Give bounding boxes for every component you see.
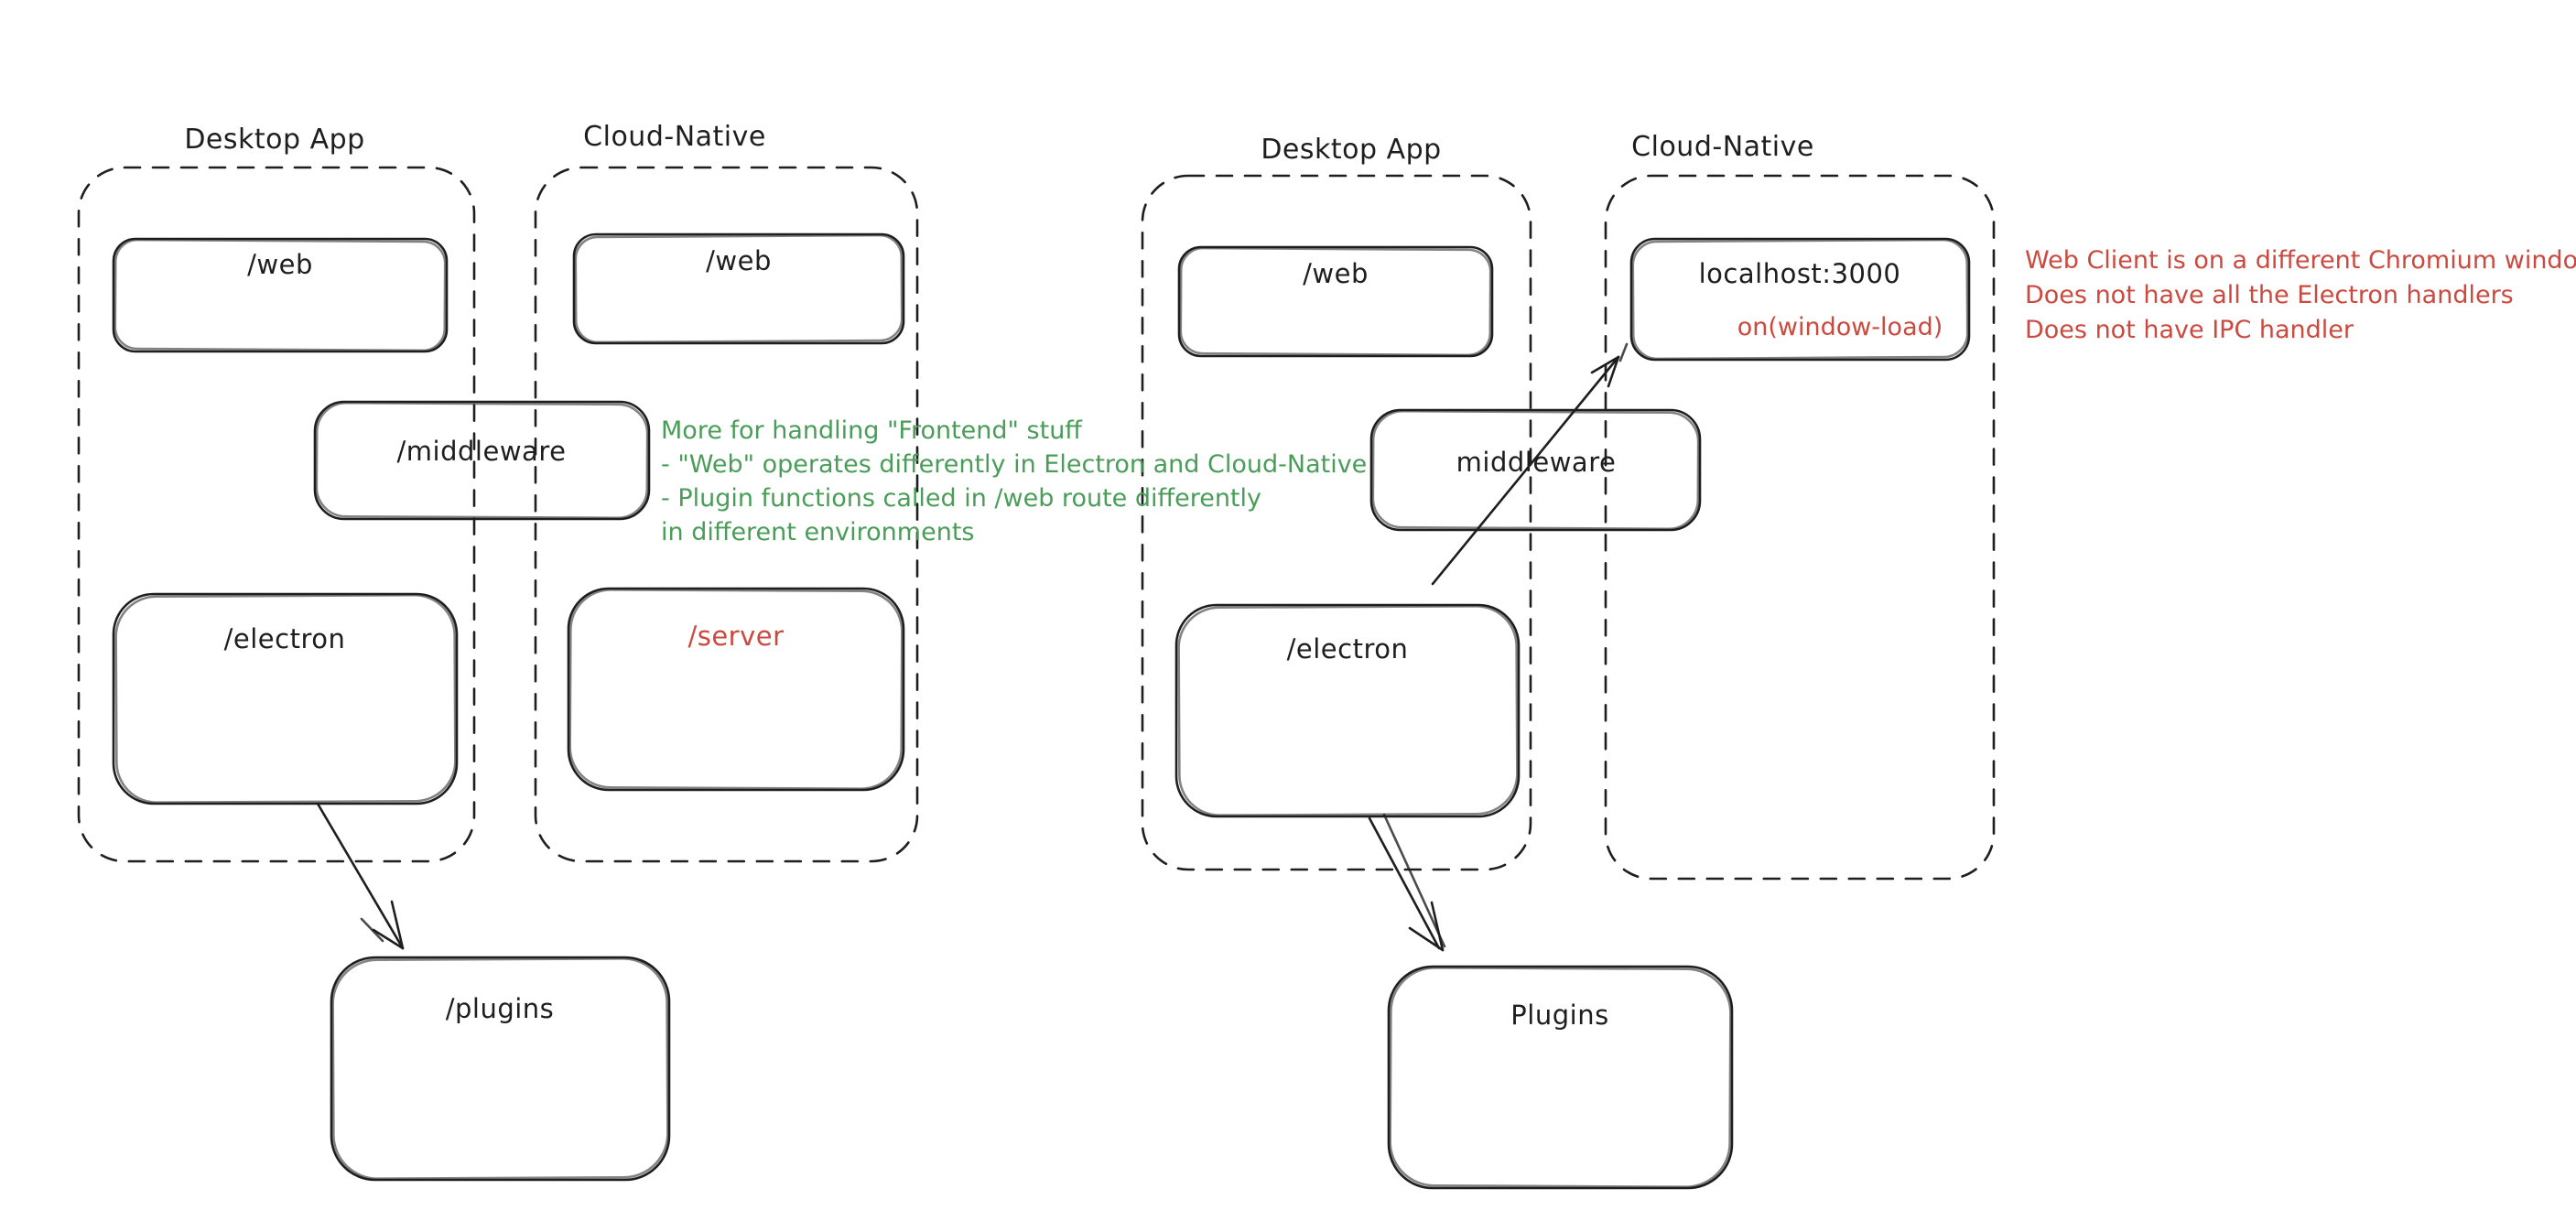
red-note-line: Does not have all the Electron handlers [2025,281,2514,309]
right-desktop-app-title: Desktop App [1261,134,1442,166]
right-plugins-label: Plugins [1510,1000,1609,1031]
red-note-line: Does not have IPC handler [2025,316,2354,344]
green-note-line: - "Web" operates differently in Electron… [661,450,1368,479]
right-plugins-box [1387,965,1734,1190]
left-middleware-box [313,400,651,521]
left-middleware-label: /middleware [396,436,567,467]
left-cloud-web-label: /web [706,245,772,276]
right-localhost-box [1629,237,1971,362]
left-desktop-app-container [77,166,476,863]
red-note: Web Client is on a different Chromium wi… [2025,243,2576,348]
right-cloud-native-container [1604,174,1996,881]
right-on-window-load-label: on(window-load) [1737,313,1943,341]
arrow-right-electron-to-plugins [1368,813,1446,952]
left-plugins-box [330,956,671,1182]
left-desktop-app-title: Desktop App [184,124,365,156]
left-web-box [112,237,449,353]
arrow-right-electron-to-localhost [1431,342,1629,586]
right-localhost-label: localhost:3000 [1698,258,1901,289]
right-electron-label: /electron [1286,633,1409,665]
left-cloud-web-box [572,232,905,345]
green-note-line: - Plugin functions called in /web route … [661,484,1262,513]
left-cloud-native-title: Cloud-Native [583,121,766,153]
red-note-line: Web Client is on a different Chromium wi… [2025,246,2576,275]
right-web-box [1177,245,1494,358]
left-electron-box [112,592,459,805]
green-note-line: More for handling "Frontend" stuff [661,416,1082,445]
green-note: More for handling "Frontend" stuff - "We… [661,414,1367,549]
right-cloud-native-title: Cloud-Native [1631,131,1814,163]
left-server-box [567,587,905,792]
left-web-label: /web [247,249,313,280]
right-middleware-label: middleware [1456,447,1617,478]
left-cloud-native-container [534,166,919,863]
left-server-label: /server [687,621,785,652]
right-electron-box [1174,603,1521,818]
right-desktop-app-container [1141,174,1532,871]
right-middleware-box [1369,408,1702,532]
arrow-left-electron-to-plugins [316,802,405,950]
right-web-label: /web [1303,258,1369,289]
green-note-line: in different environments [661,518,975,546]
left-plugins-label: /plugins [445,993,555,1024]
left-electron-label: /electron [223,623,346,654]
